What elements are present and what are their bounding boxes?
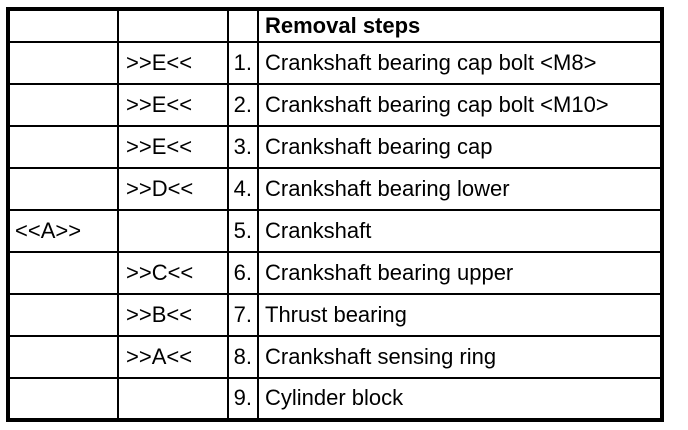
- header-ref-cell: [7, 8, 119, 43]
- step-desc-cell: Crankshaft sensing ring: [257, 335, 663, 379]
- step-desc-cell: Crankshaft bearing cap bolt <M10>: [257, 83, 663, 127]
- marker-cell: >>E<<: [117, 83, 229, 127]
- header-marker-cell: [117, 8, 229, 43]
- table-row: <<A>> 5. Crankshaft: [7, 209, 663, 253]
- ref-cell: [7, 83, 119, 127]
- marker-cell: [117, 377, 229, 421]
- table-row: >>D<< 4. Crankshaft bearing lower: [7, 167, 663, 211]
- step-number-cell: 9.: [227, 377, 259, 421]
- ref-cell: [7, 125, 119, 169]
- marker-cell: >>C<<: [117, 251, 229, 295]
- step-desc-cell: Thrust bearing: [257, 293, 663, 337]
- ref-cell: [7, 41, 119, 85]
- ref-cell: [7, 167, 119, 211]
- table-row: >>E<< 2. Crankshaft bearing cap bolt <M1…: [7, 83, 663, 127]
- ref-cell: [7, 293, 119, 337]
- marker-cell: >>D<<: [117, 167, 229, 211]
- step-number-cell: 4.: [227, 167, 259, 211]
- ref-cell: <<A>>: [7, 209, 119, 253]
- table-row: >>E<< 1. Crankshaft bearing cap bolt <M8…: [7, 41, 663, 85]
- marker-cell: >>B<<: [117, 293, 229, 337]
- table-row: >>E<< 3. Crankshaft bearing cap: [7, 125, 663, 169]
- table-row: 9. Cylinder block: [7, 377, 663, 421]
- table-row: >>B<< 7. Thrust bearing: [7, 293, 663, 337]
- step-number-cell: 3.: [227, 125, 259, 169]
- marker-cell: >>A<<: [117, 335, 229, 379]
- step-desc-cell: Crankshaft: [257, 209, 663, 253]
- step-number-cell: 7.: [227, 293, 259, 337]
- step-number-cell: 1.: [227, 41, 259, 85]
- table-header-row: Removal steps: [7, 8, 663, 43]
- table-row: >>A<< 8. Crankshaft sensing ring: [7, 335, 663, 379]
- ref-cell: [7, 377, 119, 421]
- removal-steps-table: Removal steps >>E<< 1. Crankshaft bearin…: [6, 7, 664, 422]
- header-num-cell: [227, 8, 259, 43]
- marker-cell: >>E<<: [117, 125, 229, 169]
- ref-cell: [7, 251, 119, 295]
- table-row: >>C<< 6. Crankshaft bearing upper: [7, 251, 663, 295]
- table-title: Removal steps: [257, 8, 663, 43]
- step-number-cell: 6.: [227, 251, 259, 295]
- step-number-cell: 8.: [227, 335, 259, 379]
- marker-cell: >>E<<: [117, 41, 229, 85]
- step-desc-cell: Crankshaft bearing cap bolt <M8>: [257, 41, 663, 85]
- step-desc-cell: Crankshaft bearing lower: [257, 167, 663, 211]
- step-desc-cell: Cylinder block: [257, 377, 663, 421]
- step-number-cell: 2.: [227, 83, 259, 127]
- ref-cell: [7, 335, 119, 379]
- step-desc-cell: Crankshaft bearing cap: [257, 125, 663, 169]
- marker-cell: [117, 209, 229, 253]
- step-desc-cell: Crankshaft bearing upper: [257, 251, 663, 295]
- step-number-cell: 5.: [227, 209, 259, 253]
